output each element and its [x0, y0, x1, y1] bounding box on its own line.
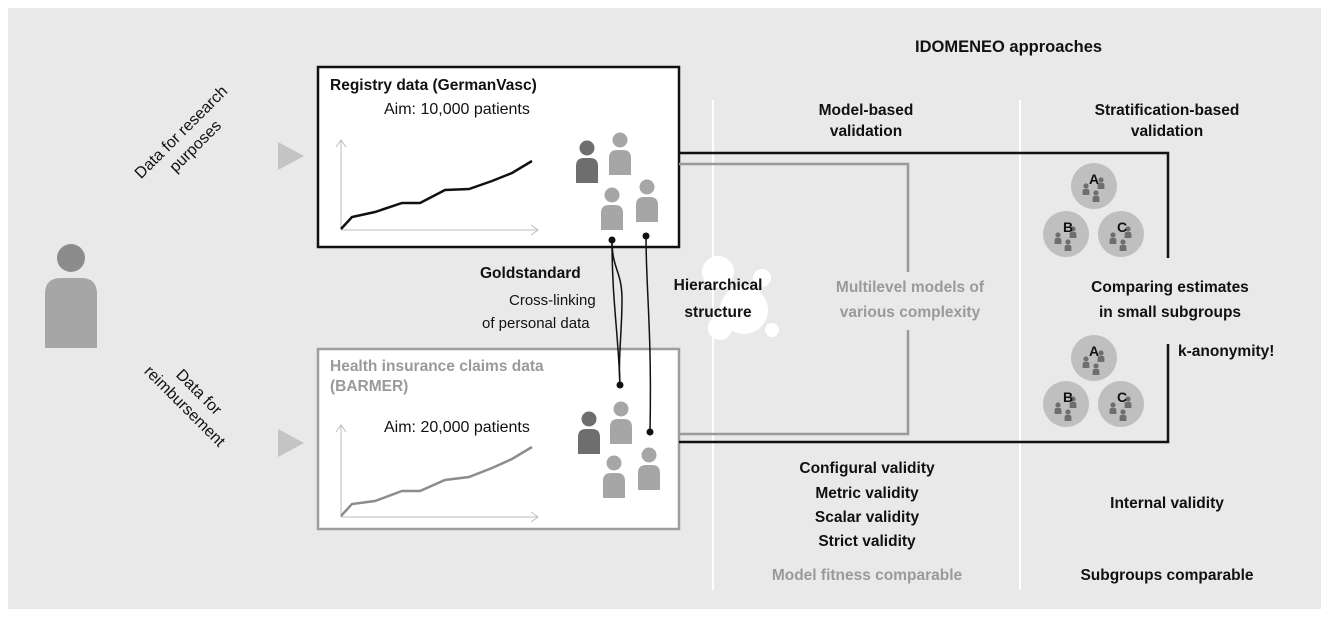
research-arrow-icon	[278, 142, 304, 170]
model-fitness-label: Model fitness comparable	[771, 567, 963, 584]
claims-title: Health insurance claims data	[330, 358, 544, 375]
page-title: IDOMENEO approaches	[915, 38, 1103, 56]
registry-title: Registry data (GermanVasc)	[330, 77, 537, 94]
registry-chart-axes	[335, 139, 539, 236]
group-label: C	[1117, 219, 1127, 235]
subgroups-comparable-label: Subgroups comparable	[1080, 567, 1254, 584]
claims-chart-axes	[335, 424, 539, 523]
cross-linking-label: Cross-linking	[509, 292, 596, 309]
group-label: A	[1089, 343, 1099, 359]
subgroups-bottom	[1043, 335, 1144, 427]
group-label: B	[1063, 219, 1073, 235]
goldstandard-label: Goldstandard	[480, 265, 581, 282]
cross-linking-label: of personal data	[482, 315, 590, 332]
blob-decoration	[702, 256, 779, 340]
validity-item: Configural validity	[799, 460, 935, 477]
model-flow-lines	[679, 162, 910, 436]
strat-flow-lines	[679, 151, 1170, 444]
registry-growth-line	[340, 159, 533, 230]
comparing-label: Comparing estimates	[1091, 279, 1249, 296]
validity-item: Scalar validity	[814, 509, 920, 526]
group-label: C	[1117, 389, 1127, 405]
linking-dots	[608, 232, 654, 436]
subgroups-top	[1043, 163, 1144, 257]
stratification-title: validation	[1130, 123, 1204, 140]
model-based-title: validation	[829, 123, 903, 140]
claims-growth-line	[340, 445, 533, 517]
multilevel-label: Multilevel models of	[835, 279, 985, 296]
group-label: A	[1089, 171, 1099, 187]
comparing-label: in small subgroups	[1098, 304, 1242, 321]
registry-aim: Aim: 10,000 patients	[384, 101, 530, 118]
stratification-title: Stratification-based	[1094, 102, 1240, 119]
patient-icon	[45, 244, 97, 348]
validity-item: Strict validity	[818, 533, 916, 550]
reimbursement-arrow-icon	[278, 429, 304, 457]
claims-aim: Aim: 20,000 patients	[384, 419, 530, 436]
hierarchical-label: structure	[684, 304, 752, 321]
hierarchical-label: Hierarchical	[673, 277, 763, 294]
validity-item: Metric validity	[815, 485, 919, 502]
claims-title-sub: (BARMER)	[330, 378, 409, 395]
multilevel-label: various complexity	[839, 304, 981, 321]
k-anonymity-label: k-anonymity!	[1178, 343, 1275, 360]
internal-validity-label: Internal validity	[1110, 495, 1224, 512]
model-based-title: Model-based	[818, 102, 914, 119]
group-label: B	[1063, 389, 1073, 405]
cross-linking-lines	[611, 235, 652, 433]
